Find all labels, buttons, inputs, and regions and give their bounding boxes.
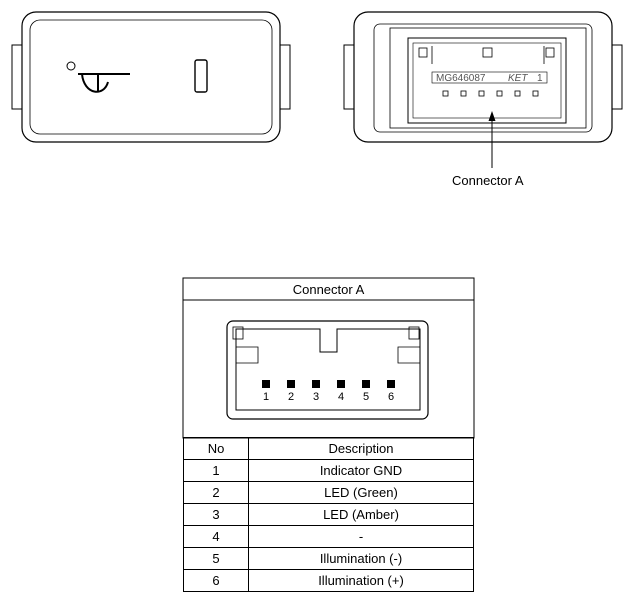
rear-pin-row: [442, 90, 539, 97]
maker-label: KET: [508, 73, 528, 84]
pin-terminal: [262, 380, 270, 388]
pin-number: 1: [263, 391, 269, 403]
pin1-mark: 1: [537, 73, 543, 84]
pin-no-cell: 6: [183, 569, 249, 592]
part-number-label: MG646087: [436, 73, 486, 84]
pin-row: 1 2 3 4 5 6: [262, 380, 395, 403]
indicator-window: [194, 59, 208, 93]
pin-terminal: [337, 380, 345, 388]
pin-terminal: [387, 380, 395, 388]
table-row: 3 LED (Amber): [183, 503, 474, 526]
connector-detail: Connector A 1 2 3 4 5 6: [182, 277, 475, 439]
table-row: 2 LED (Green): [183, 481, 474, 504]
table-row: 1 Indicator GND: [183, 459, 474, 482]
pin-no-cell: 3: [183, 503, 249, 526]
table-row: 4 -: [183, 525, 474, 548]
table-row: 5 Illumination (-): [183, 547, 474, 570]
pin-number: 5: [363, 391, 369, 403]
pin-no-cell: 4: [183, 525, 249, 548]
pin-number: 2: [288, 391, 294, 403]
table-header-row: No Description: [183, 437, 474, 460]
pin-terminal: [362, 380, 370, 388]
header-no: No: [183, 437, 249, 460]
pin-no-cell: 2: [183, 481, 249, 504]
pin-description-cell: Illumination (+): [248, 569, 474, 592]
pin-no-cell: 1: [183, 459, 249, 482]
pin-no-cell: 5: [183, 547, 249, 570]
switch-front-view: [11, 11, 291, 143]
pin-number: 3: [313, 391, 319, 403]
callout-label: Connector A: [452, 173, 524, 188]
hazard-symbol-icon: [66, 61, 130, 93]
pin-number: 4: [338, 391, 344, 403]
pin-table: No Description 1 Indicator GND 2 LED (Gr…: [183, 437, 474, 592]
pin-terminal: [312, 380, 320, 388]
header-description: Description: [248, 437, 474, 460]
table-row: 6 Illumination (+): [183, 569, 474, 592]
pin-description-cell: -: [248, 525, 474, 548]
detail-title: Connector A: [293, 282, 365, 297]
pin-description-cell: LED (Green): [248, 481, 474, 504]
pin-description-cell: Illumination (-): [248, 547, 474, 570]
pin-terminal: [287, 380, 295, 388]
switch-rear-view: MG646087 KET 1 Connector A: [343, 11, 623, 188]
pin-number: 6: [388, 391, 394, 403]
pin-description-cell: LED (Amber): [248, 503, 474, 526]
pin-description-cell: Indicator GND: [248, 459, 474, 482]
